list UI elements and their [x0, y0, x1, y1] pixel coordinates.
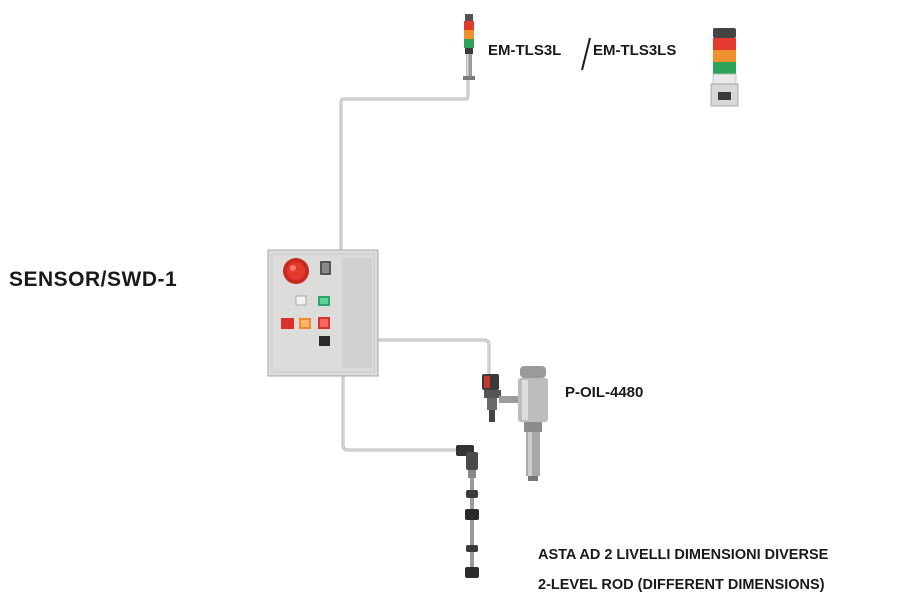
rod-label-italian: ASTA AD 2 LIVELLI DIMENSIONI DIVERSE: [538, 547, 829, 563]
controller-label: SENSOR/SWD-1: [9, 268, 178, 291]
control-panel: [267, 249, 379, 377]
beacon-left-label: EM-TLS3L: [488, 42, 562, 59]
pump-assembly: [482, 366, 548, 481]
beacon-right-label: EM-TLS3LS: [593, 42, 677, 59]
cable-panel-to-pump: [374, 338, 491, 376]
cable-group: [339, 76, 491, 452]
beacon-tower-large: [710, 28, 739, 107]
cable-beacon-to-panel: [339, 76, 470, 254]
pump-label: P-OIL-4480: [565, 384, 644, 401]
level-rod: [456, 445, 479, 578]
beacon-tower-small: [463, 14, 475, 80]
rod-label-english: 2-LEVEL ROD (DIFFERENT DIMENSIONS): [538, 577, 825, 593]
cable-panel-to-rod: [341, 373, 458, 452]
label-divider-slash: [581, 37, 591, 71]
